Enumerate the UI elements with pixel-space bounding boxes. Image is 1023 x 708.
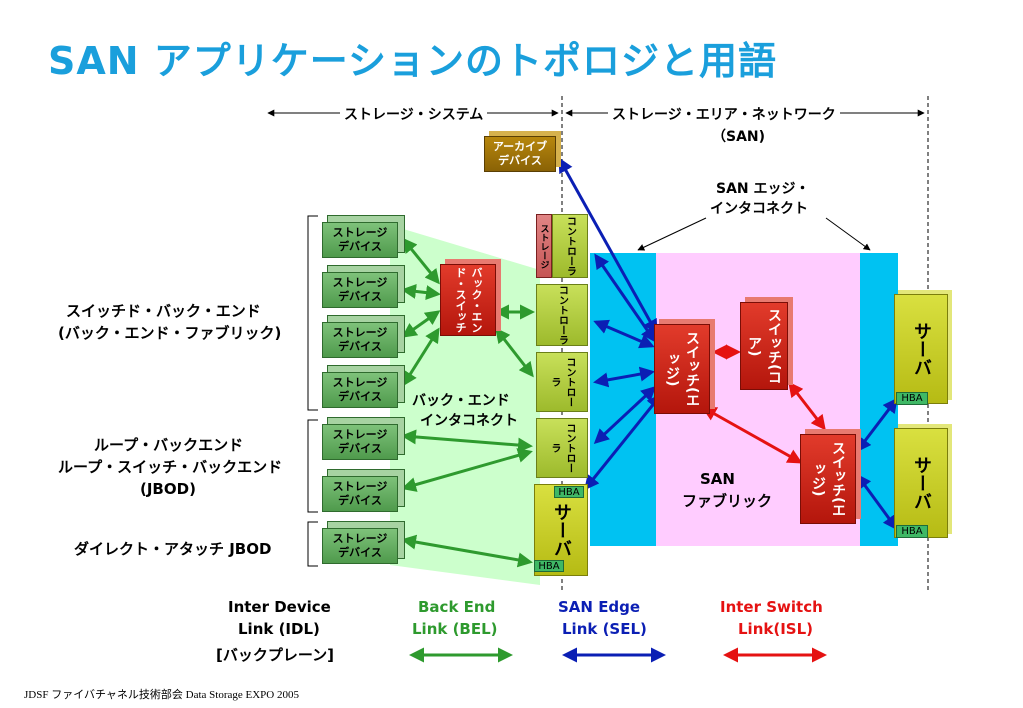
switched-backend-label-2: (バック・エンド・ファブリック) bbox=[58, 324, 282, 342]
bel-link bbox=[401, 448, 533, 492]
storage-device-label-1: ストレージ bbox=[332, 428, 388, 441]
server-label: サーバ bbox=[911, 322, 932, 376]
server: サーバ bbox=[894, 428, 948, 538]
hba-badge: HBA bbox=[554, 486, 584, 498]
bracket-direct bbox=[307, 521, 318, 567]
bel-link bbox=[401, 534, 533, 568]
legend-idl-3: [バックプレーン] bbox=[216, 646, 334, 664]
bel-link bbox=[495, 327, 534, 378]
san-abbrev-label: （SAN) bbox=[712, 129, 766, 145]
storage-device-label-1: ストレージ bbox=[332, 532, 388, 545]
legend-isl-1: Inter Switch bbox=[720, 598, 823, 616]
server-label: サーバ bbox=[911, 456, 932, 510]
loop-label-3: (JBOD) bbox=[140, 480, 196, 498]
storage-device-label-2: デバイス bbox=[338, 546, 382, 559]
legend-isl-2: Link(ISL) bbox=[738, 620, 814, 638]
storage-device: ストレージ デバイス bbox=[322, 424, 398, 460]
storage-device: ストレージ デバイス bbox=[322, 272, 398, 308]
san-edge-label-2: インタコネクト bbox=[710, 201, 808, 217]
storage-module-label: ストレージ bbox=[538, 223, 549, 269]
loop-label-2: ループ・スイッチ・バックエンド bbox=[58, 458, 283, 476]
san-fabric-label-2: ファブリック bbox=[682, 492, 773, 510]
hba-badge: HBA bbox=[534, 560, 564, 572]
sel-link bbox=[856, 397, 898, 453]
sel-link bbox=[584, 393, 662, 491]
storage-device-label-2: デバイス bbox=[338, 240, 382, 253]
server-label: サーバ bbox=[551, 503, 572, 557]
storage-device-label-2: デバイス bbox=[338, 442, 382, 455]
san-label: ストレージ・エリア・ネットワーク bbox=[608, 104, 840, 124]
controller: コントローラ bbox=[552, 214, 588, 278]
storage-device: ストレージ デバイス bbox=[322, 222, 398, 258]
storage-device-label-1: ストレージ bbox=[332, 226, 388, 239]
storage-device: ストレージ デバイス bbox=[322, 372, 398, 408]
controller-label: コントローラ bbox=[549, 357, 575, 407]
legend-bel-2: Link (BEL) bbox=[412, 620, 498, 638]
storage-module: ストレージ bbox=[536, 214, 552, 278]
edge-switch-label: スイッチ(エッジ) bbox=[664, 330, 700, 408]
bel-link bbox=[401, 429, 533, 453]
loop-label-1: ループ・バックエンド bbox=[94, 436, 244, 454]
archive-label-2: デバイス bbox=[498, 154, 542, 167]
legend-idl-2: Link (IDL) bbox=[238, 620, 320, 638]
backend-switch-label: バック・エンド・スイッチ bbox=[454, 267, 483, 333]
server: サーバ bbox=[894, 294, 948, 404]
legend-bel-1: Back End bbox=[418, 598, 496, 616]
bel-link bbox=[402, 237, 440, 285]
edge-switch-label: スイッチ(エッジ) bbox=[810, 440, 846, 518]
page-title: SAN アプリケーションのトポロジと用語 bbox=[48, 39, 778, 83]
storage-device-label-1: ストレージ bbox=[332, 376, 388, 389]
controller-label: コントローラ bbox=[556, 285, 568, 345]
storage-device-label-2: デバイス bbox=[338, 390, 382, 403]
legend-sel-2: Link (SEL) bbox=[562, 620, 647, 638]
switched-backend-label-1: スイッチド・バック・エンド bbox=[66, 302, 261, 320]
controller-label: コントローラ bbox=[564, 216, 576, 276]
bracket-loop bbox=[307, 419, 318, 513]
core-switch: スイッチ(コア) bbox=[740, 302, 788, 390]
backend-interconnect-label-2: インタコネクト bbox=[420, 413, 518, 429]
controller: コントローラ bbox=[536, 352, 588, 412]
isl-link bbox=[788, 381, 826, 431]
bracket-switched bbox=[307, 215, 318, 411]
storage-device-label-2: デバイス bbox=[338, 290, 382, 303]
controller: コントローラ bbox=[536, 418, 588, 478]
edge-pointer-right bbox=[825, 217, 871, 251]
hba-badge: HBA bbox=[896, 525, 928, 538]
sel-link bbox=[856, 473, 898, 531]
core-switch-label: スイッチ(コア) bbox=[746, 307, 782, 385]
controller: コントローラ bbox=[536, 284, 588, 346]
san-fabric-label-1: SAN bbox=[700, 470, 735, 488]
legend-idl-1: Inter Device bbox=[228, 598, 331, 616]
archive-device: アーカイブ デバイス bbox=[484, 136, 556, 172]
hba-badge: HBA bbox=[896, 392, 928, 405]
isl-link bbox=[701, 406, 803, 464]
edge-switch: スイッチ(エッジ) bbox=[654, 324, 710, 414]
storage-device-label-1: ストレージ bbox=[332, 326, 388, 339]
san-edge-zone-right bbox=[860, 253, 898, 546]
storage-device: ストレージ デバイス bbox=[322, 476, 398, 512]
bel-link bbox=[401, 283, 441, 301]
direct-jbod-label: ダイレクト・アタッチ JBOD bbox=[74, 540, 272, 558]
storage-device: ストレージ デバイス bbox=[322, 528, 398, 564]
backend-interconnect-label-1: バック・エンド bbox=[412, 393, 510, 409]
storage-system-label: ストレージ・システム bbox=[340, 104, 488, 124]
sel-link bbox=[593, 319, 655, 349]
sel-link bbox=[593, 366, 655, 388]
edge-switch: スイッチ(エッジ) bbox=[800, 434, 856, 524]
controller-label: コントローラ bbox=[549, 423, 575, 473]
footer-text: JDSF ファイバチャネル技術部会 Data Storage EXPO 2005 bbox=[24, 689, 299, 701]
storage-device-label-1: ストレージ bbox=[332, 276, 388, 289]
archive-label-1: アーカイブ bbox=[492, 140, 548, 153]
storage-device-label-1: ストレージ bbox=[332, 480, 388, 493]
storage-device-label-2: デバイス bbox=[338, 494, 382, 507]
legend-sel-1: SAN Edge bbox=[558, 598, 641, 616]
bel-link bbox=[402, 327, 440, 387]
storage-device: ストレージ デバイス bbox=[322, 322, 398, 358]
edge-pointer-left bbox=[637, 217, 707, 251]
backend-switch: バック・エンド・スイッチ bbox=[440, 264, 496, 336]
san-edge-label-1: SAN エッジ・ bbox=[716, 181, 810, 197]
storage-device-label-2: デバイス bbox=[338, 340, 382, 353]
